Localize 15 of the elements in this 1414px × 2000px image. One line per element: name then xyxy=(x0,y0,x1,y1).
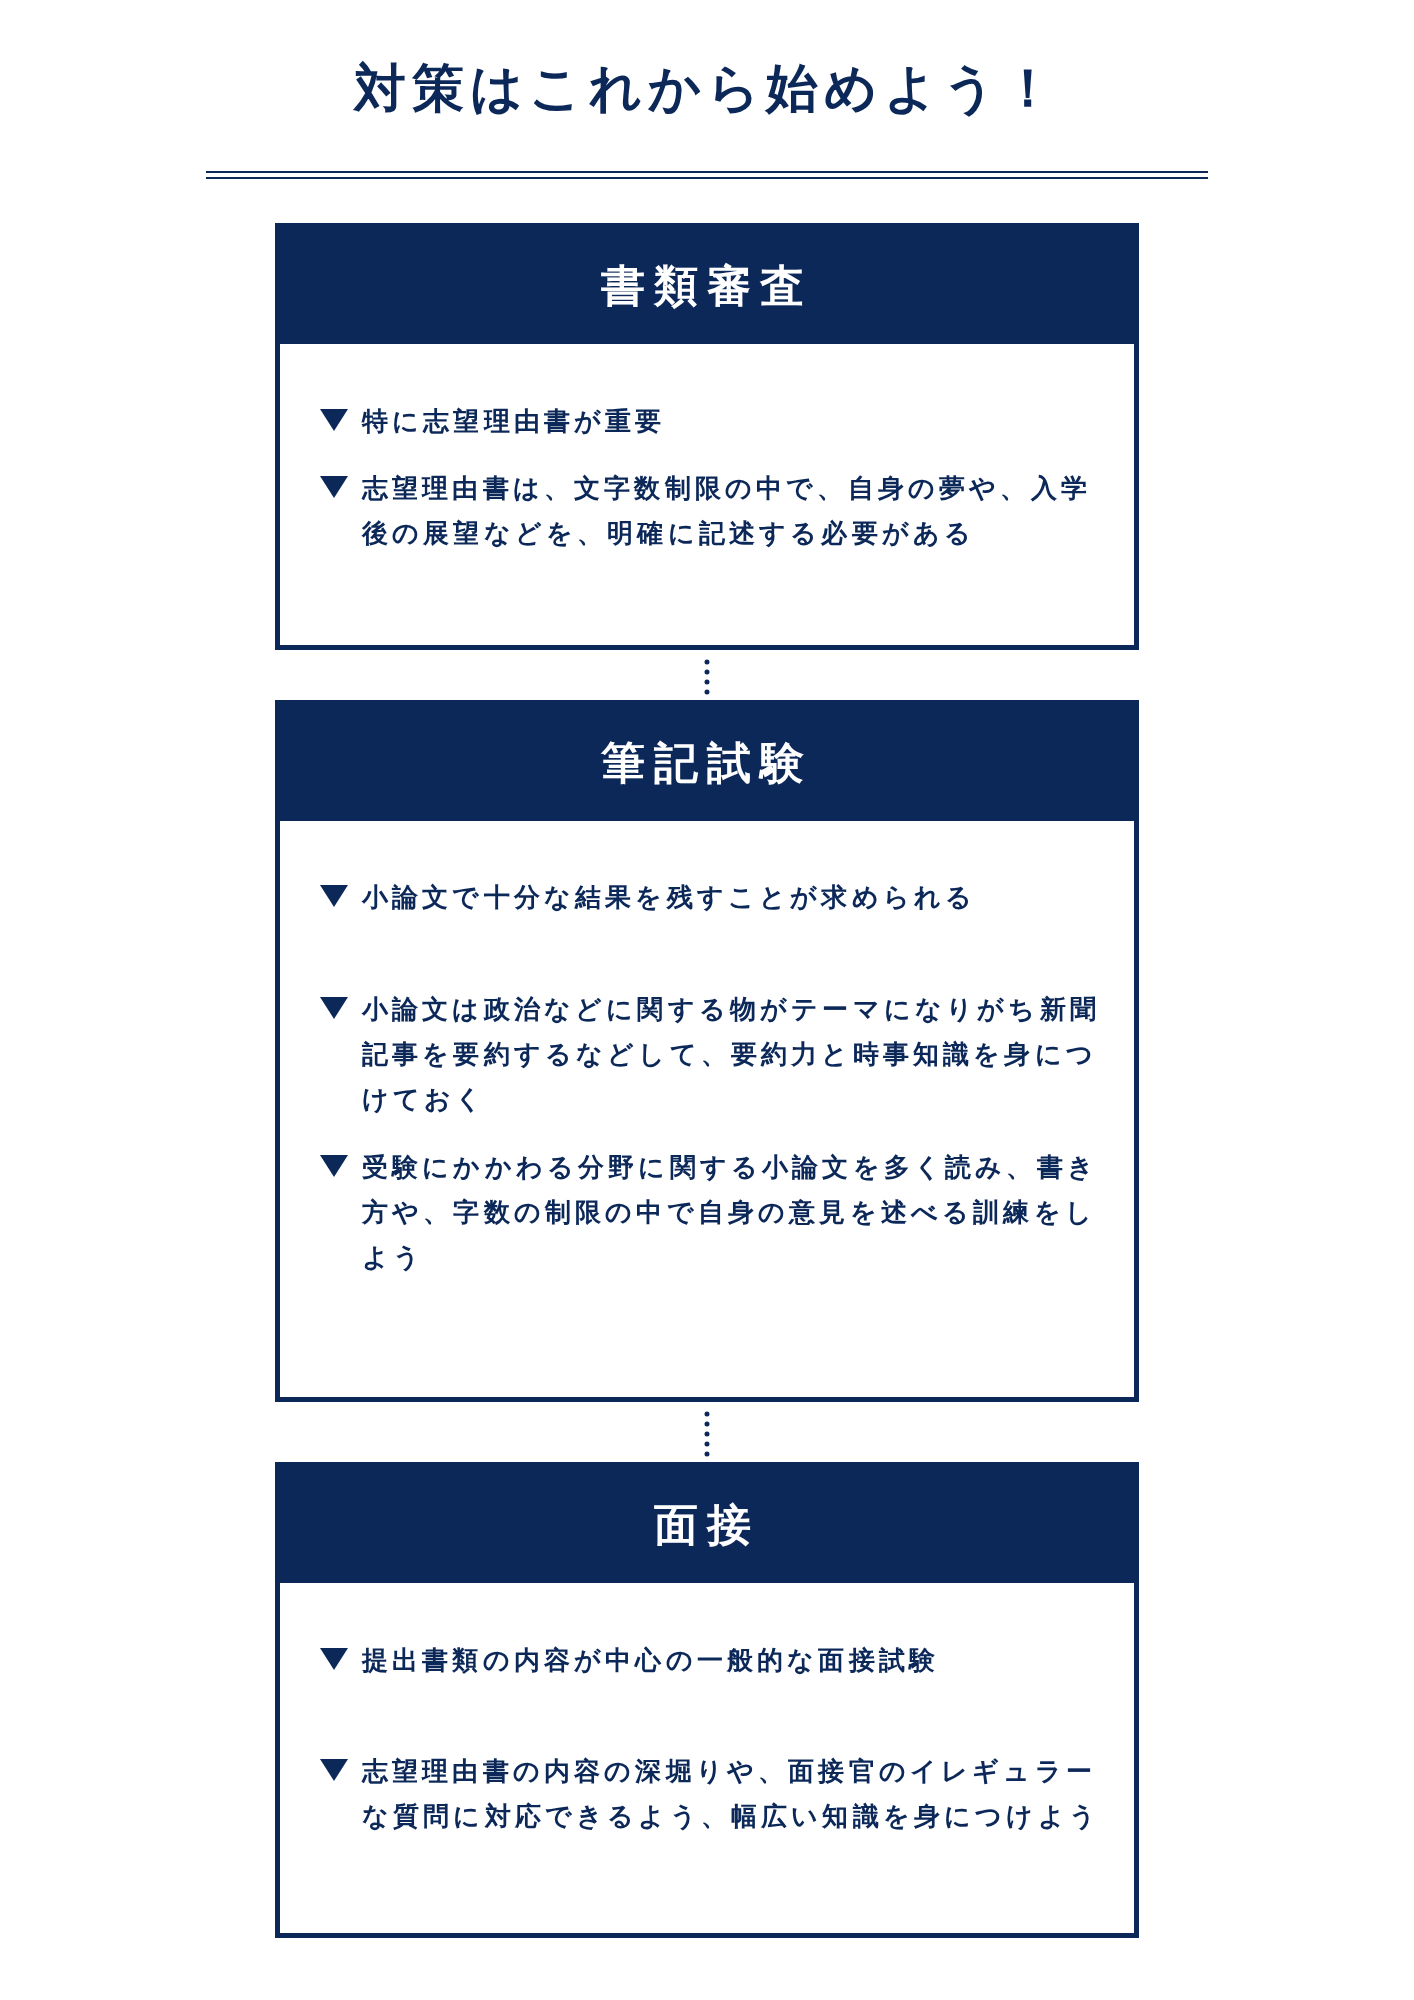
section-heading: 書類審査 xyxy=(601,259,813,313)
bullet-text: 小論文で十分な結果を残すことが求められる xyxy=(362,881,978,914)
dotted-connector xyxy=(704,1411,710,1459)
bullet-text: 小論文は政治などに関する物がテーマになりがち新聞記事を要約するなどして、要約力と時事知識を身につけておく xyxy=(362,993,1101,1116)
section-heading: 面接 xyxy=(654,1498,760,1552)
bullet-text: 受験にかかわる分野に関する小論文を多く読み、書き方や、字数の制限の中で自身の意見を述べる訓練をしよう xyxy=(362,1151,1099,1274)
bullet-text: 志望理由書は、文字数制限の中で、自身の夢や、入学後の展望などを、明確に記述する必要がある xyxy=(362,472,1092,550)
bullet-text: 提出書類の内容が中心の一般的な面接試験 xyxy=(362,1644,941,1677)
section-heading: 筆記試験 xyxy=(601,736,813,790)
section-card xyxy=(275,223,1139,650)
section-card xyxy=(275,700,1139,1402)
section-card xyxy=(275,1462,1139,1938)
bullet-text: 特に志望理由書が重要 xyxy=(362,405,667,438)
bullet-text: 志望理由書の内容の深堀りや、面接官のイレギュラーな質問に対応できるよう、幅広い知識を身につけよう xyxy=(362,1755,1101,1833)
dotted-connector xyxy=(704,659,710,697)
